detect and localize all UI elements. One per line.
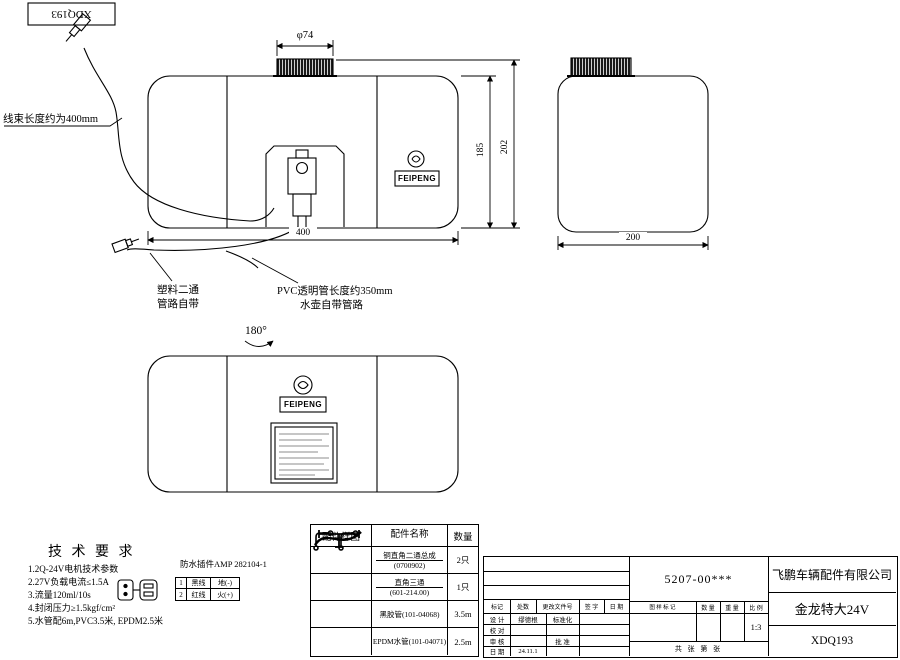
date-label: 日 期 [489,649,505,656]
wire-harness [4,12,275,222]
scale-label: 比 例 [749,605,763,612]
part-code: (0700902) [375,559,444,570]
product-code: XDQ193 [810,634,854,647]
rev-header-mark: 标记 [490,604,503,611]
waterproof-connector-note: 防水插件AMP 282104-1 [180,559,267,569]
part-sample-hose-icon [311,531,372,627]
dim-phi74: φ74 [296,29,314,41]
date-value: 24.11.1 [518,647,538,655]
parts-row: 直角三通 (601-214.00) 1只 [311,530,478,601]
parts-row: 黑胶管(101-04068) 3.5m [311,531,478,628]
designer-name: 缪德根 [518,616,538,624]
rev-header-sign: 签 字 [584,604,599,611]
weight-label: 重 量 [725,605,739,612]
plastic-tee-note-line1: 塑料二通 [157,285,199,296]
check-label: 校 对 [489,627,505,635]
part-qty: 3.5m [454,609,472,619]
dim-200: 200 [619,232,647,244]
approve-label: 批 准 [555,638,570,646]
rotation-arrow [244,340,274,347]
audit-label: 审 核 [489,638,505,646]
dimension-lines-side [557,236,709,250]
dim-202: 202 [500,139,510,155]
wire-name: 黑线 [187,578,211,589]
wire-row: 1 黑线 地(-) [176,578,239,589]
rev-header-date: 日 期 [609,604,624,611]
dim-185: 185 [476,142,486,158]
part-name: EPDM水管(101-04071) [372,637,447,646]
sheets-info: 共 张 第 张 [674,644,723,653]
tank-side-view [557,57,709,233]
wire-polarity: 地(-) [211,578,239,589]
dimension-lines-front [147,40,520,245]
harness-length-note: 线束长度约为400mm [3,114,99,125]
design-label: 设 计 [489,616,505,624]
standardization-label: 标准化 [552,616,573,624]
wire-no: 2 [176,589,187,600]
label-plate [270,422,338,484]
pvc-tube-note-line2: 水壶自带管路 [300,300,363,311]
part-code: (601-214.00) [375,586,444,597]
rotate-180-label: 180° [245,325,267,337]
brand-emblem-front [407,150,425,168]
parts-row: 铜直角二通总成 (0700902) 2只 [311,530,478,574]
drawing-number: 5207-00*** [664,571,733,586]
plastic-tee-note-line2: 管路自带 [157,299,199,310]
tubing-assembly [111,226,299,284]
tech-item-4: 4.封闭压力≥1.5kgf/cm² [28,603,116,613]
wire-polarity: 火(+) [217,590,233,599]
brand-emblem-bottom [293,375,313,395]
rev-header-count: 处数 [516,604,529,611]
part-sample-epdm-hose-icon [311,531,372,655]
wire-name: 红线 [187,589,211,600]
tech-item-3: 3.流量120ml/10s [28,590,91,600]
tech-requirements-title: 技 术 要 求 [48,545,136,560]
scale-value: 1:3 [750,622,762,632]
corner-code-box [27,2,116,26]
rev-header-docno: 更改文件号 [542,604,573,611]
filler-cap-front [276,58,334,77]
brand-logo-text-front: FEIPENG [398,174,436,183]
part-qty: 1只 [456,582,470,592]
tech-item-2: 2.27V负载电流≤1.5A [28,577,109,587]
tank-front-view [147,58,459,229]
part-name: 直角三通 [394,577,425,587]
filler-cap-side [570,57,632,77]
part-qty: 2.5m [454,636,472,647]
title-block: 5207-00*** 飞鹏车辆配件有限公司 金龙特大24V XDQ193 标记 … [483,556,898,658]
parts-table: 配件样图 配件名称 数量 铜直角二通总成 (0700902) 2只 [310,524,479,657]
part-qty: 2只 [456,555,470,565]
part-sample-tee-icon [311,530,372,600]
parts-header-qty: 数量 [453,532,473,543]
wire-polarity-table: 1 黑线 地(-) 2 红线 火(+) [175,577,240,601]
mark-label: 图 样 标 记 [649,605,676,611]
parts-row: EPDM水管(101-04071) 2.5m [311,531,478,655]
product-name: 金龙特大24V [794,602,870,617]
wire-no: 1 [176,578,187,589]
parts-header-name: 配件名称 [372,525,448,546]
tank-bottom-view [147,355,459,493]
wire-row: 2 红线 火(+) [176,589,239,600]
tech-item-1: 1.2Q-24V电机技术参数 [28,564,119,574]
brand-logo-text-bottom: FEIPENG [284,400,322,409]
tech-item-5: 5.水管配6m,PVC3.5米, EPDM2.5米 [28,616,164,626]
corner-code-text: XDQ193 [51,8,92,20]
pvc-tube-note-line1: PVC透明管长度约350mm [277,286,393,297]
qty-label: 数 量 [701,605,715,612]
part-name: 铜直角二通总成 [383,550,436,560]
part-name: 黑胶管(101-04068) [379,609,440,619]
waterproof-connector-detail [117,579,158,601]
dim-400: 400 [289,227,317,239]
company-name: 飞鹏车辆配件有限公司 [771,568,892,582]
